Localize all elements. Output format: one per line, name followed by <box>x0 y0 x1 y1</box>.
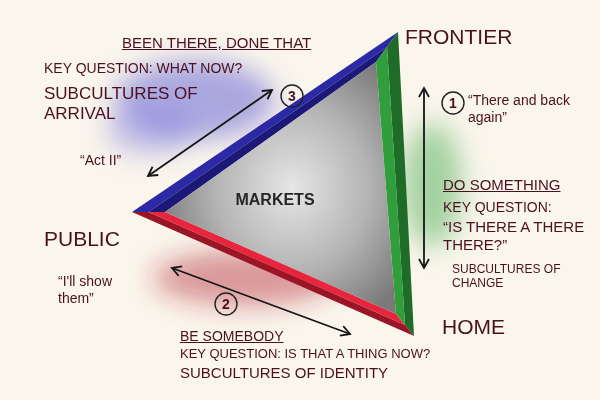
subculture-note: SUBCULTURES OF ARRIVAL <box>44 84 219 125</box>
markets-triangle: MARKETS <box>165 62 396 314</box>
quote-note: “I'll show them” <box>58 273 138 307</box>
blue-cloud <box>105 105 195 155</box>
subculture-note: SUBCULTURES OF IDENTITY <box>180 364 388 382</box>
triangle-shape <box>165 62 396 314</box>
grey-fill <box>165 62 396 314</box>
callout-circle <box>281 85 303 107</box>
region-label: MARKETS <box>235 191 314 209</box>
key-question: “IS THERE A THERE THERE?” <box>443 218 593 254</box>
heading-note: DO SOMETHING <box>443 176 561 194</box>
double-arrow <box>423 88 425 268</box>
quote-note: “There and back again” <box>468 92 596 126</box>
callout-circle <box>442 92 464 114</box>
callout-number: 2 <box>222 296 230 313</box>
heading-note: BE SOMEBODY <box>180 328 283 345</box>
key-question: KEY QUESTION: <box>443 199 552 216</box>
key-question: KEY QUESTION: WHAT NOW? <box>44 60 242 77</box>
corner-label: HOME <box>442 314 505 339</box>
callout-number: 3 <box>288 88 296 105</box>
corner-label: FRONTIER <box>405 24 512 49</box>
heading-note: BEEN THERE, DONE THAT <box>122 34 311 52</box>
triangle-bands <box>132 32 414 336</box>
quote-note: “Act II” <box>80 152 121 169</box>
callout-circle <box>215 293 237 315</box>
subculture-note: SUBCULTURES OF CHANGE <box>452 262 582 291</box>
key-question: KEY QUESTION: IS THAT A THING NOW? <box>180 346 430 362</box>
callout-number: 1 <box>449 95 457 112</box>
corner-label: PUBLIC <box>44 226 120 251</box>
